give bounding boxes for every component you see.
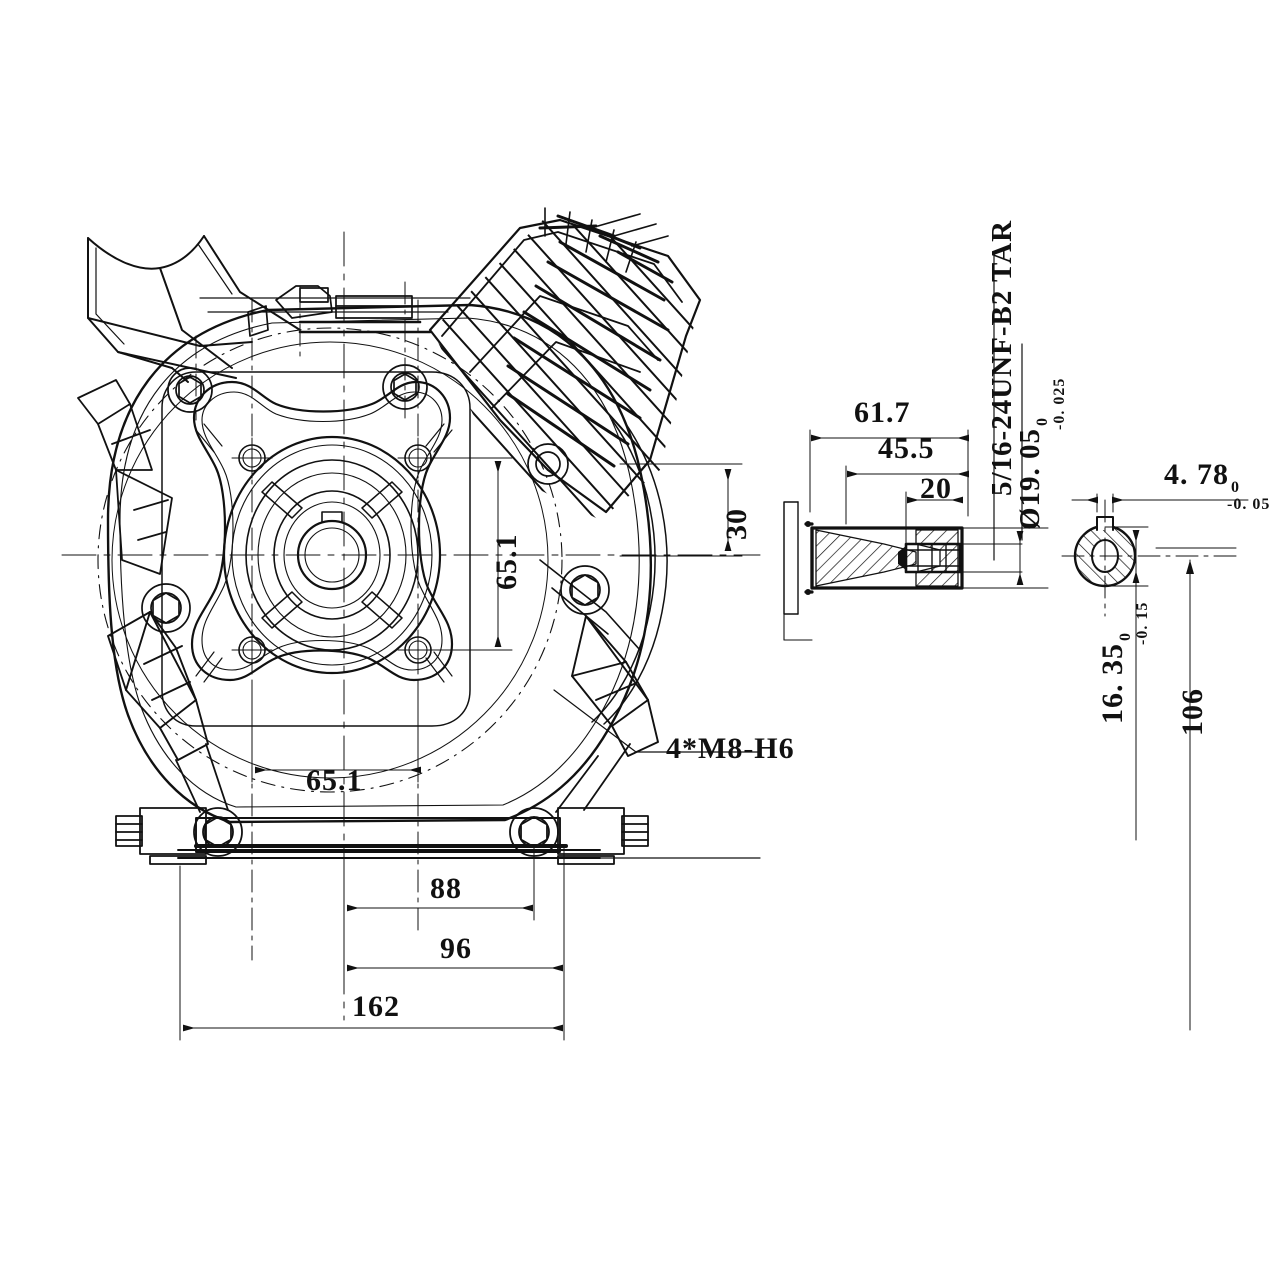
callout-label-4-m8-h6: 4*M8-H6	[666, 732, 795, 765]
dim-label-162: 162	[352, 990, 400, 1023]
tolerance-upper-19-05: 0	[1034, 416, 1051, 426]
dim-label-106: 106	[1176, 688, 1209, 736]
dim-label-65-1-vertical: 65.1	[490, 533, 523, 591]
tolerance-lower-19-05: -0. 025	[1051, 377, 1068, 430]
dim-label-61-7: 61.7	[854, 396, 911, 429]
callout-leader-m8	[553, 689, 761, 753]
dim-label-30: 30	[720, 508, 753, 540]
tolerance-upper-4-78: 0	[1231, 479, 1240, 496]
dim-label-96: 96	[440, 932, 472, 965]
dim-label-16-35: 16. 35 0-0. 15	[1096, 602, 1151, 724]
crankshaft-end-section-view	[1061, 493, 1249, 841]
dim-label-45-5: 45.5	[878, 432, 935, 465]
tolerance-lower-4-78: -0. 05	[1227, 496, 1271, 513]
dim-label-88: 88	[430, 872, 462, 905]
dim-65-1-horizontal	[251, 699, 421, 783]
tolerance-lower-16-35: -0. 15	[1134, 601, 1151, 645]
crankshaft-section-view	[783, 501, 1049, 641]
dim-106	[1155, 547, 1237, 1031]
dim-45-5	[845, 465, 969, 525]
dim-value-19-05: Ø19. 05	[1014, 427, 1046, 530]
dim-value-16-35: 16. 35	[1096, 643, 1129, 724]
dim-20	[905, 491, 963, 545]
tolerance-upper-16-35: 0	[1117, 632, 1134, 641]
dim-162	[179, 865, 565, 1041]
dim-value-4-78: 4. 78	[1164, 458, 1229, 491]
dim-65-1-vertical	[429, 457, 513, 651]
callout-label-thread: 5/16-24UNF-B2 TAR	[986, 219, 1018, 496]
dim-label-65-1-horizontal: 65.1	[306, 764, 363, 797]
dim-96	[343, 847, 565, 981]
dim-label-20: 20	[920, 472, 952, 505]
dim-30	[619, 463, 743, 557]
centerlines-main	[61, 231, 761, 1021]
